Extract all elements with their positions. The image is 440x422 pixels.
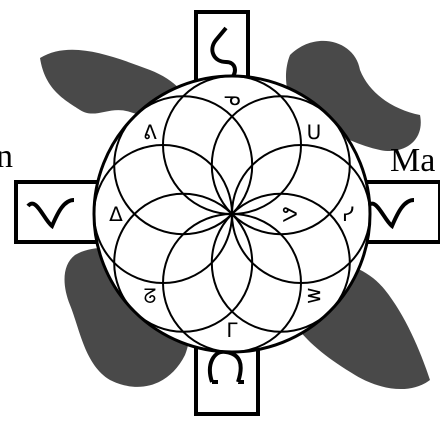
glyph-bottom-left: ᘔ: [144, 284, 157, 308]
side-label-left: n: [0, 140, 13, 174]
glyph-left: ᐃ: [109, 202, 123, 226]
glyph-top: ᓀ: [223, 86, 240, 110]
center-glyph: ᕗ: [282, 203, 298, 228]
glyph-top-right: ᑌ: [307, 120, 322, 144]
side-label-right: Ma: [390, 144, 435, 178]
glyph-right: ᓯ: [342, 202, 354, 226]
glyph-bottom: ᒥ: [226, 318, 238, 342]
glyph-bottom-right: ᕒ: [307, 284, 322, 308]
glyph-top-left: ᕕ: [143, 120, 157, 144]
